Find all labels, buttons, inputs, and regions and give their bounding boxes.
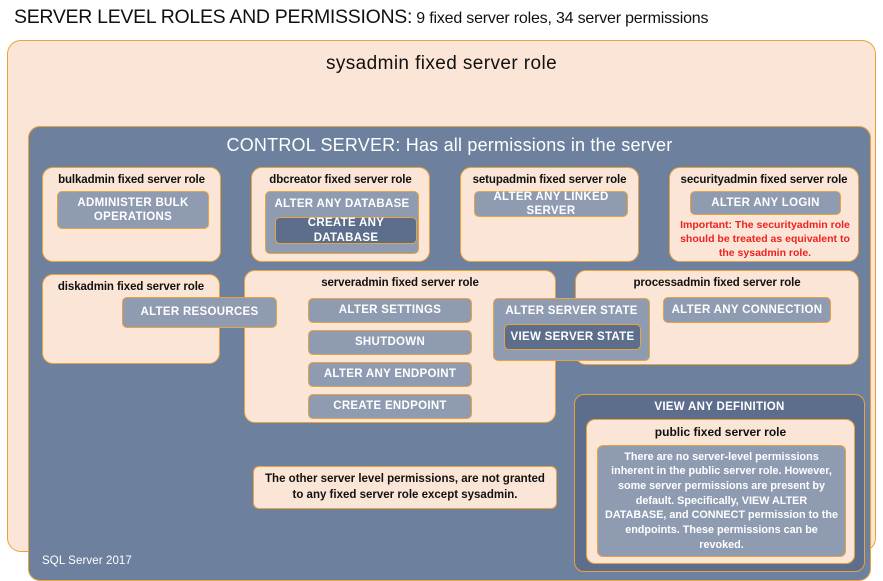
page-title-subtitle: 9 fixed server roles, 34 server permissi… <box>412 10 709 27</box>
permission-view-any-definition[interactable]: VIEW ANY DEFINITION <box>654 401 785 413</box>
permission-shutdown[interactable]: SHUTDOWN <box>308 330 472 355</box>
public-role-description: There are no server-level permissions in… <box>597 445 846 557</box>
role-title-bulkadmin: bulkadmin fixed server role <box>58 174 205 186</box>
permission-create-endpoint[interactable]: CREATE ENDPOINT <box>308 394 472 419</box>
permission-administer-bulk-operations[interactable]: ADMINISTER BULK OPERATIONS <box>57 191 209 229</box>
role-card-bulkadmin: bulkadmin fixed server role ADMINISTER B… <box>42 167 221 262</box>
page-title-main: SERVER LEVEL ROLES AND PERMISSIONS: <box>14 6 413 28</box>
securityadmin-important-note: Important: The securityadmin role should… <box>680 219 850 259</box>
role-title-diskadmin: diskadmin fixed server role <box>57 281 205 293</box>
permission-alter-any-endpoint[interactable]: ALTER ANY ENDPOINT <box>308 362 472 387</box>
permission-alter-server-state-label: ALTER SERVER STATE <box>505 305 638 317</box>
permission-alter-resources[interactable]: ALTER RESOURCES <box>122 297 277 328</box>
permission-create-any-database[interactable]: CREATE ANY DATABASE <box>275 217 417 244</box>
public-role-group: VIEW ANY DEFINITION public fixed server … <box>574 394 865 572</box>
role-card-dbcreator: dbcreator fixed server role ALTER ANY DA… <box>251 167 430 262</box>
role-card-public: public fixed server role There are no se… <box>586 419 855 564</box>
sysadmin-role-container: sysadmin fixed server role CONTROL SERVE… <box>7 40 876 581</box>
role-title-public: public fixed server role <box>654 425 787 439</box>
role-title-processadmin: processadmin fixed server role <box>633 277 801 289</box>
role-title-serveradmin: serveradmin fixed server role <box>321 277 479 289</box>
permission-alter-settings[interactable]: ALTER SETTINGS <box>308 298 472 323</box>
permission-alter-any-database-label: ALTER ANY DATABASE <box>274 198 410 210</box>
role-title-securityadmin: securityadmin fixed server role <box>680 174 848 186</box>
sysadmin-role-label: sysadmin fixed server role <box>325 53 558 74</box>
page-title: SERVER LEVEL ROLES AND PERMISSIONS: 9 fi… <box>14 6 874 34</box>
permission-alter-any-connection[interactable]: ALTER ANY CONNECTION <box>663 297 831 323</box>
role-card-securityadmin: securityadmin fixed server role ALTER AN… <box>669 167 859 262</box>
permission-alter-any-linked-server[interactable]: ALTER ANY LINKED SERVER <box>474 191 628 217</box>
control-server-panel: CONTROL SERVER: Has all permissions in t… <box>28 126 871 581</box>
role-card-serveradmin: serveradmin fixed server role ALTER SETT… <box>244 270 556 423</box>
control-server-label: CONTROL SERVER: Has all permissions in t… <box>226 135 673 155</box>
other-permissions-note: The other server level permissions, are … <box>253 466 557 509</box>
permission-alter-any-login[interactable]: ALTER ANY LOGIN <box>690 191 841 215</box>
role-card-setupadmin: setupadmin fixed server role ALTER ANY L… <box>460 167 639 262</box>
role-title-setupadmin: setupadmin fixed server role <box>472 174 627 186</box>
footer-version-label: SQL Server 2017 <box>42 555 132 567</box>
permission-view-server-state[interactable]: VIEW SERVER STATE <box>504 324 641 350</box>
role-title-dbcreator: dbcreator fixed server role <box>269 174 412 186</box>
